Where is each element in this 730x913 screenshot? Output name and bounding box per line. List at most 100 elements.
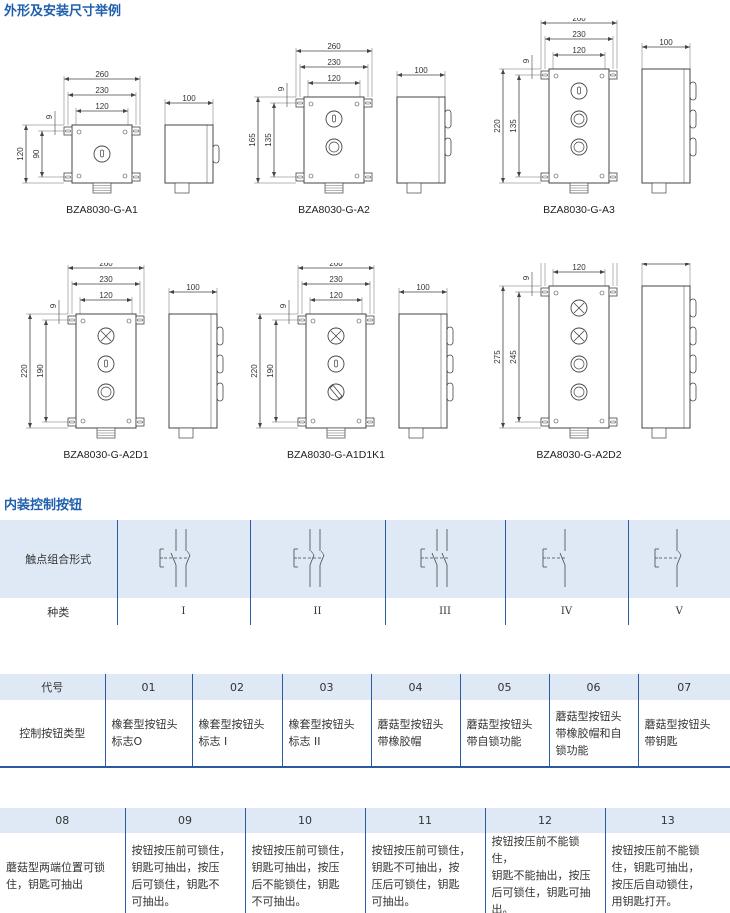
screw-hole xyxy=(310,418,316,424)
contact-symbol xyxy=(542,528,567,587)
dimension-label: 100 xyxy=(659,263,673,264)
contact-form-label: 触点组合形式 xyxy=(0,520,117,598)
figure-6: 2602301202752459100BZA8030-G-A2D2 xyxy=(493,263,697,461)
dimension-label: 275 xyxy=(493,350,502,364)
side-button-profile xyxy=(689,298,697,318)
dimension-label: 90 xyxy=(32,149,41,158)
screw-hole xyxy=(553,290,559,296)
button-type-cell: 按钮按压前可锁住，钥匙不可抽出，按压后可锁住，钥匙可抽出。 xyxy=(364,833,485,913)
ear-dimension-label: 9 xyxy=(277,86,286,91)
button-type-cell: 橡套型按钮头标志 I xyxy=(191,700,282,767)
no-contact-blade xyxy=(170,552,176,565)
mounting-slot xyxy=(367,318,373,322)
dimension-label: 100 xyxy=(182,94,196,103)
arrow xyxy=(399,290,447,294)
description-line: 蘑菇型按钮头 xyxy=(377,718,444,731)
actuator-symbol xyxy=(542,548,547,567)
screw-hole xyxy=(80,418,86,424)
mounting-ear xyxy=(131,172,141,182)
description-line: 标志O xyxy=(111,735,143,748)
round-button-icon xyxy=(97,383,115,401)
description-line: 蘑菇型两端位置可锁 xyxy=(6,860,105,874)
nc-contact-blade xyxy=(678,550,682,555)
key-slot-icon xyxy=(334,359,338,368)
code-cell: 05 xyxy=(459,674,549,700)
description-line: 不可抽出。 xyxy=(251,894,307,908)
description-line: 橡套型按钮头 xyxy=(111,718,178,731)
side-button-profile xyxy=(689,81,697,101)
key-button-icon xyxy=(97,355,115,373)
side-enclosure xyxy=(641,285,691,429)
description-line: 按压后自动锁住， xyxy=(611,877,700,891)
dimension-label: 120 xyxy=(99,291,113,300)
side-enclosure xyxy=(398,313,448,429)
actuator-symbol xyxy=(159,548,164,567)
key-slot-icon xyxy=(577,86,581,95)
code-cell: 09 xyxy=(124,808,245,833)
side-enclosure xyxy=(641,68,691,184)
screw-hole xyxy=(126,318,132,324)
mounting-slot xyxy=(133,129,139,133)
dimension-label: 120 xyxy=(572,263,586,272)
nc-contact-blade xyxy=(310,550,314,555)
screw-hole xyxy=(356,318,362,324)
model-name: BZA8030-G-A1D1K1 xyxy=(287,449,385,461)
button-ring-icon xyxy=(100,386,112,398)
nc-contact-blade xyxy=(185,554,190,565)
side-button-profile xyxy=(216,354,224,374)
key-button-icon xyxy=(325,110,343,128)
description-line: 住，钥匙可抽出 xyxy=(6,877,83,891)
screw-hole xyxy=(599,290,605,296)
nc-contact-blade xyxy=(320,550,324,555)
side-cable-gland xyxy=(174,182,190,194)
model-name: BZA8030-G-A3 xyxy=(543,204,615,216)
button-type-cell: 按钮按压前不能锁住，钥匙不能抽出，按压后可锁住，钥匙可抽出。 xyxy=(484,833,605,913)
side-cable-gland xyxy=(408,427,424,439)
button-ring-icon xyxy=(573,386,585,398)
side-enclosure xyxy=(168,313,218,429)
mounting-ear xyxy=(363,172,373,182)
code-label: 代号 xyxy=(0,674,105,700)
screw-hole xyxy=(354,101,360,107)
kind-value: IV xyxy=(504,598,628,625)
description-line: 可抽出。 xyxy=(371,894,416,908)
arrow xyxy=(169,290,217,294)
description-line: 钥匙可抽出，按压 xyxy=(251,860,340,874)
mounting-slot xyxy=(610,420,616,424)
screw-hole xyxy=(308,173,314,179)
description-line: 按钮按压前可锁住， xyxy=(251,843,351,857)
arrow xyxy=(397,73,445,77)
code-cell: 04 xyxy=(370,674,460,700)
description-line: 后可锁住，钥匙可抽 xyxy=(491,886,591,899)
side-enclosure xyxy=(164,124,214,184)
dimension-label: 260 xyxy=(329,263,343,268)
selector-handle-icon xyxy=(329,384,343,400)
button-type-cell: 蘑菇型按钮头带橡胶帽和自锁功能 xyxy=(548,700,638,767)
mounting-ear xyxy=(135,417,145,427)
side-cable-gland xyxy=(651,427,667,439)
mounting-slot xyxy=(542,73,548,77)
screw-hole xyxy=(310,318,316,324)
side-button-profile xyxy=(689,326,697,346)
screw-hole xyxy=(308,101,314,107)
dimension-label: 190 xyxy=(36,364,45,378)
side-cable-gland xyxy=(406,182,422,194)
side-button-profile xyxy=(212,144,220,164)
screw-hole xyxy=(553,418,559,424)
button-type-cell: 蘑菇型两端位置可锁住，钥匙可抽出 xyxy=(0,833,125,913)
button-type-cell: 蘑菇型按钮头带自锁功能 xyxy=(459,700,549,767)
mounting-slot xyxy=(542,420,548,424)
mounting-ear xyxy=(365,417,375,427)
code-cell: 10 xyxy=(244,808,365,833)
side-button-profile xyxy=(689,382,697,402)
kind-label: 种类 xyxy=(47,605,70,619)
description-line: 出。 xyxy=(491,903,514,913)
code-cell: 03 xyxy=(281,674,371,700)
round-button-icon xyxy=(325,138,343,156)
actuator-symbol xyxy=(293,548,298,567)
key-slot-icon xyxy=(332,114,336,123)
dimension-label: 120 xyxy=(16,147,25,161)
